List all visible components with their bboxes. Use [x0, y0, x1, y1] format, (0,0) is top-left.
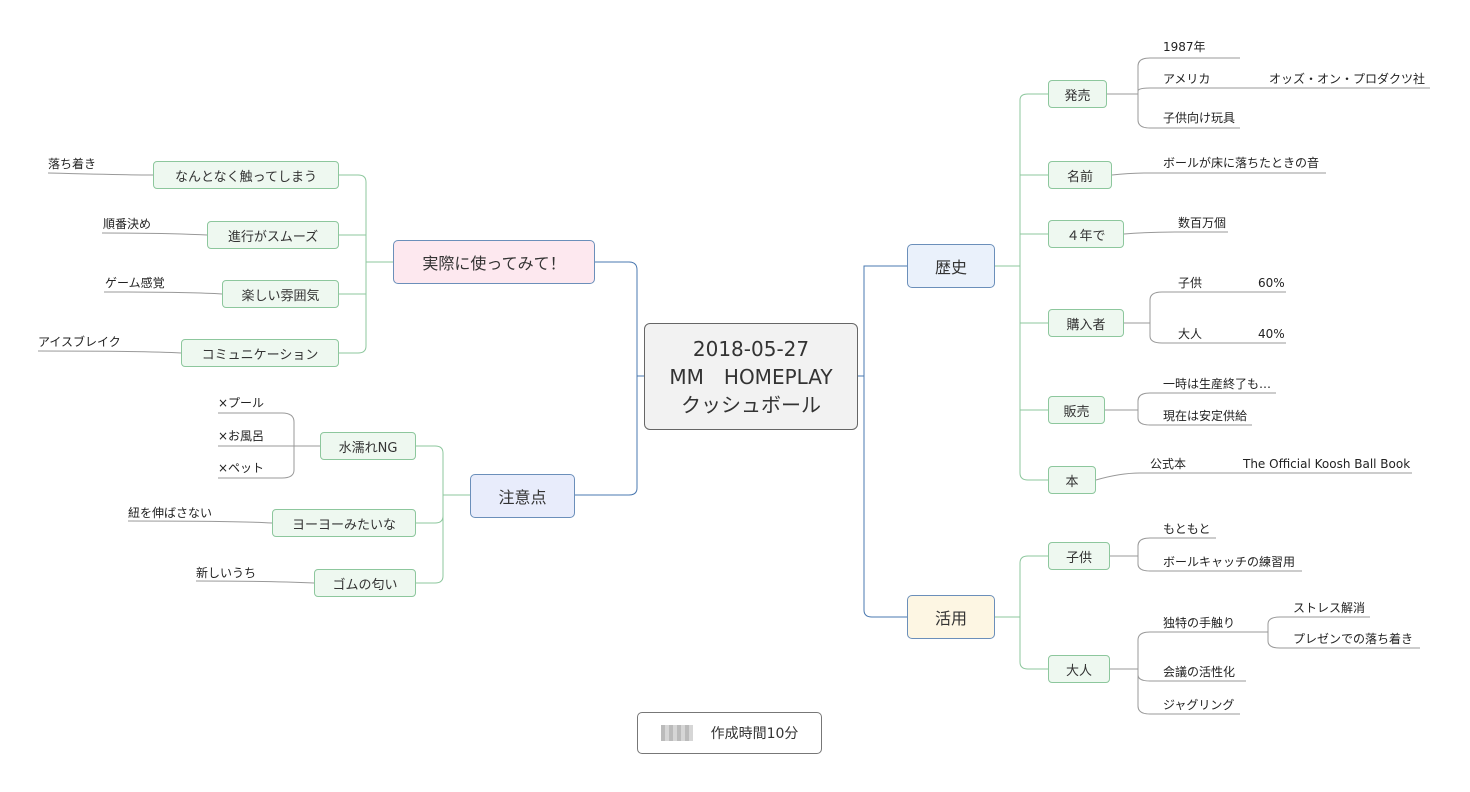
subtopic-fun[interactable]: 楽しい雰囲気: [222, 280, 339, 308]
leaf-kids-toy: 子供向け玩具: [1163, 111, 1236, 125]
leaf-book-title: The Official Koosh Ball Book: [1243, 457, 1411, 471]
subtopic-communication[interactable]: コミュニケーション: [181, 339, 339, 367]
leaf-no-bath: ×お風呂: [218, 429, 265, 443]
subtopic-buyers[interactable]: 購入者: [1048, 309, 1124, 337]
time-note: 作成時間10分: [637, 712, 822, 754]
leaf-company: オッズ・オン・プロダクツ社: [1269, 72, 1426, 86]
central-title: MM HOMEPLAY: [669, 364, 833, 389]
leaf-buyer-child-pct: 60%: [1258, 276, 1285, 290]
leaf-presentation-calm: プレゼンでの落ち着き: [1293, 632, 1414, 646]
subtopic-yoyo[interactable]: ヨーヨーみたいな: [272, 509, 416, 537]
topic-usage[interactable]: 活用: [907, 595, 995, 639]
subtopic-usage-adults[interactable]: 大人: [1048, 655, 1110, 683]
leaf-no-pet: ×ペット: [218, 461, 265, 475]
central-topic[interactable]: 2018-05-27 MM HOMEPLAY クッシュボール: [644, 323, 858, 430]
topic-tried[interactable]: 実際に使ってみて！: [393, 240, 595, 284]
leaf-originally: もともと: [1163, 522, 1211, 536]
subtopic-launch[interactable]: 発売: [1048, 80, 1107, 108]
subtopic-four-years[interactable]: ４年で: [1048, 220, 1124, 248]
leaf-juggling: ジャグリング: [1163, 698, 1235, 712]
subtopic-sales[interactable]: 販売: [1048, 396, 1105, 424]
leaf-name-value: ボールが床に落ちたときの音: [1163, 156, 1320, 170]
subtopic-usage-kids[interactable]: 子供: [1048, 542, 1110, 570]
topic-history[interactable]: 歴史: [907, 244, 995, 288]
subtopic-smooth[interactable]: 進行がスムーズ: [207, 221, 339, 249]
subtopic-touch[interactable]: なんとなく触ってしまう: [153, 161, 339, 189]
leaf-catch-practice: ボールキャッチの練習用: [1163, 555, 1296, 569]
central-subject: クッシュボール: [681, 392, 821, 417]
leaf-buyer-adult: 大人: [1178, 327, 1203, 341]
subtopic-name[interactable]: 名前: [1048, 161, 1112, 189]
blurred-avatar-icon: [660, 725, 693, 741]
leaf-turn-order: 順番決め: [103, 217, 152, 231]
leaf-launch-year: 1987年: [1163, 40, 1206, 54]
subtopic-book[interactable]: 本: [1048, 466, 1096, 494]
leaf-icebreak: アイスブレイク: [38, 335, 121, 349]
leaf-dont-stretch: 紐を伸ばさない: [128, 506, 213, 520]
subtopic-rubber-smell[interactable]: ゴムの匂い: [314, 569, 416, 597]
leaf-meeting: 会議の活性化: [1163, 665, 1236, 679]
leaf-buyer-child: 子供: [1178, 276, 1203, 290]
leaf-america: アメリカ: [1163, 72, 1211, 86]
leaf-sales-stable: 現在は安定供給: [1163, 409, 1248, 423]
leaf-while-new: 新しいうち: [196, 566, 257, 580]
leaf-calm: 落ち着き: [48, 157, 97, 171]
leaf-official-book: 公式本: [1150, 457, 1187, 471]
leaf-unique-feel: 独特の手触り: [1163, 616, 1236, 630]
time-note-text: 作成時間10分: [710, 726, 799, 742]
central-date: 2018-05-27: [692, 336, 810, 361]
leaf-no-pool: ×プール: [218, 396, 265, 410]
leaf-game-feel: ゲーム感覚: [105, 276, 165, 290]
leaf-buyer-adult-pct: 40%: [1258, 327, 1285, 341]
leaf-sales-stopped: 一時は生産終了も…: [1163, 377, 1272, 391]
subtopic-water[interactable]: 水濡れNG: [320, 432, 416, 460]
topic-caution[interactable]: 注意点: [470, 474, 575, 518]
leaf-stress-relief: ストレス解消: [1293, 601, 1366, 615]
leaf-four-years-value: 数百万個: [1178, 216, 1227, 230]
